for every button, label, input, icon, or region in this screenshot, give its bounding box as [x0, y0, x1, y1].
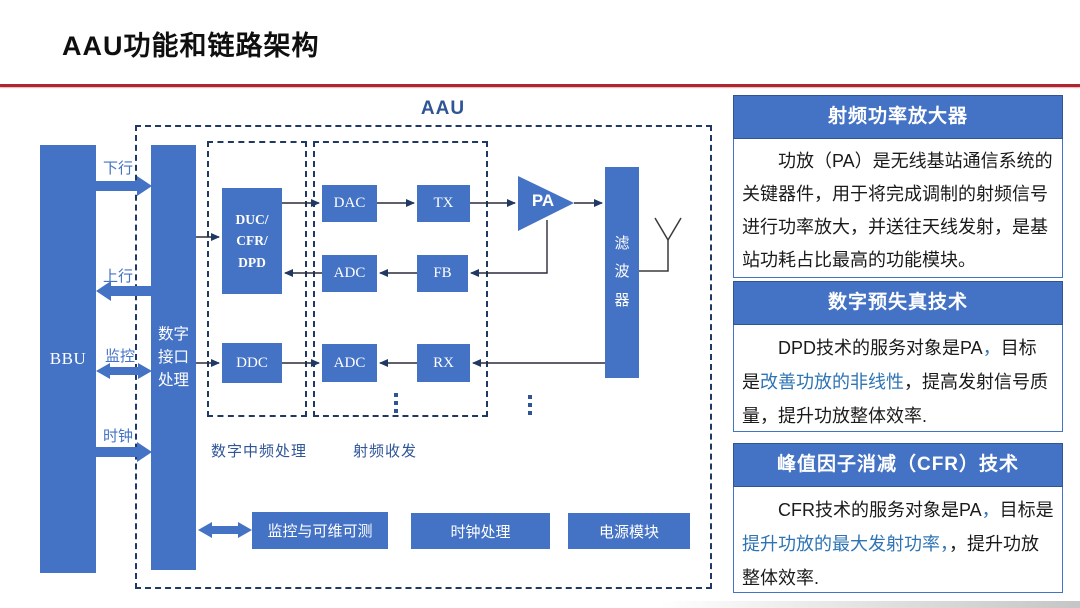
- digital-interface-label: 数字 接口 处理: [157, 325, 189, 390]
- fb-block: FB: [417, 255, 468, 292]
- page-shadow: [660, 601, 1080, 608]
- aau-outer-frame: [135, 125, 712, 589]
- text-run-highlight: 改善功放的非线性: [760, 372, 904, 392]
- digital-if-frame: [207, 141, 307, 417]
- filter-label: 滤 波 器: [614, 235, 630, 309]
- downlink-arrow: [96, 176, 152, 196]
- bbu-block: BBU: [40, 145, 96, 573]
- monitor-module-block: 监控与可维可测: [252, 512, 388, 549]
- signal-lines: [196, 199, 605, 367]
- clock-module-block: 时钟处理: [411, 513, 550, 549]
- tx-label: TX: [433, 195, 454, 211]
- text-run: 功放（PA）是无线基站通信系统的关键器件，用于将完成调制的射频信号进行功率放大，…: [742, 151, 1053, 270]
- monitor-module-arrow: [198, 522, 252, 538]
- power-module-label: 电源模块: [598, 524, 659, 541]
- text-run: DPD技术的服务对象是PA: [778, 338, 983, 358]
- panel-2-header: 数字预失真技术: [733, 281, 1063, 325]
- dac-label: DAC: [333, 195, 366, 211]
- adc-rx-label: ADC: [333, 354, 366, 371]
- fb-label: FB: [433, 265, 452, 281]
- antenna-icon: [639, 217, 682, 272]
- rx-block: RX: [417, 344, 470, 382]
- duc-cfr-dpd-label: DUC/ CFR/ DPD: [235, 211, 269, 270]
- power-module-block: 电源模块: [568, 513, 690, 549]
- text-run: 目标是: [999, 500, 1054, 520]
- clock-module-label: 时钟处理: [450, 524, 511, 541]
- monitor-label: 监控: [105, 349, 136, 365]
- bbu-label: BBU: [49, 349, 87, 368]
- aau-caption: AAU: [420, 98, 466, 119]
- text-run-highlight: ，: [940, 534, 949, 554]
- ellipsis-dots: [394, 393, 532, 415]
- panel-cfr-technology: 峰值因子消减（CFR）技术 CFR技术的服务对象是PA，目标是提升功放的最大发射…: [733, 443, 1063, 593]
- panel-3-header: 峰值因子消减（CFR）技术: [733, 443, 1063, 487]
- panel-1-header: 射频功率放大器: [733, 95, 1063, 139]
- text-run-highlight: ，: [981, 500, 1000, 520]
- adc-feedback-label: ADC: [333, 265, 366, 281]
- adc-feedback-block: ADC: [322, 255, 377, 292]
- bbu-link-arrows: [96, 176, 252, 538]
- ddc-block: DDC: [222, 343, 282, 383]
- rx-label: RX: [433, 354, 454, 371]
- uplink-arrow: [96, 281, 152, 301]
- pa-amplifier-triangle: [518, 176, 574, 231]
- adc-rx-block: ADC: [322, 344, 377, 382]
- text-run: ，提高发射信号质量，提升功放整体效率.: [742, 372, 1048, 426]
- page-title: AAU功能和链路架构: [62, 31, 320, 61]
- panel-1-body: 功放（PA）是无线基站通信系统的关键器件，用于将完成调制的射频信号进行功率放大，…: [733, 139, 1063, 278]
- text-run: CFR技术的服务对象是PA: [778, 500, 982, 520]
- digital-if-section-label: 数字中频处理: [211, 444, 308, 460]
- monitor-arrow: [96, 363, 152, 379]
- rf-transceiver-frame: [313, 141, 488, 417]
- text-run: ，提升功放整体效率.: [742, 534, 1039, 588]
- pa-label: PA: [531, 191, 555, 210]
- text-run-highlight: 提升功放的最大发射功率: [742, 534, 940, 554]
- ddc-label: DDC: [236, 354, 268, 371]
- downlink-label: 下行: [103, 161, 134, 177]
- panel-rf-power-amplifier: 射频功率放大器 功放（PA）是无线基站通信系统的关键器件，用于将完成调制的射频信…: [733, 95, 1063, 278]
- rf-section-label: 射频收发: [353, 444, 418, 460]
- digital-interface-block: 数字 接口 处理: [151, 145, 196, 570]
- clock-arrow: [96, 442, 152, 462]
- monitor-module-label: 监控与可维可测: [267, 524, 373, 540]
- title-divider-line: [0, 84, 1080, 87]
- duc-cfr-dpd-block: DUC/ CFR/ DPD: [222, 188, 282, 294]
- filter-block: 滤 波 器: [605, 167, 639, 378]
- text-run-highlight: ，: [982, 338, 1001, 358]
- uplink-label: 上行: [103, 269, 134, 285]
- clock-label: 时钟: [103, 429, 134, 445]
- panel-2-body: DPD技术的服务对象是PA，目标是改善功放的非线性，提高发射信号质量，提升功放整…: [733, 325, 1063, 432]
- text-run: 目标是: [742, 338, 1037, 392]
- tx-block: TX: [417, 185, 470, 222]
- panel-dpd-technology: 数字预失真技术 DPD技术的服务对象是PA，目标是改善功放的非线性，提高发射信号…: [733, 281, 1063, 432]
- dac-block: DAC: [322, 185, 377, 222]
- panel-3-body: CFR技术的服务对象是PA，目标是提升功放的最大发射功率，，提升功放整体效率.: [733, 487, 1063, 593]
